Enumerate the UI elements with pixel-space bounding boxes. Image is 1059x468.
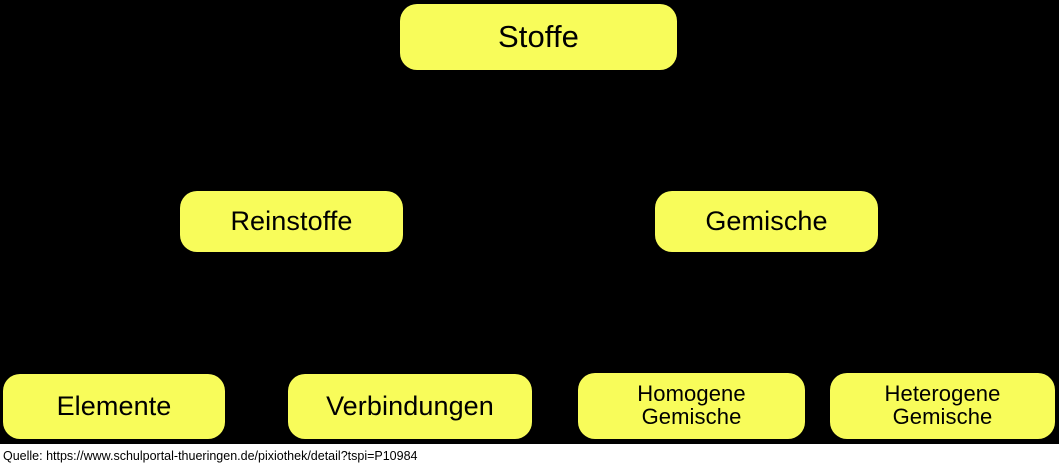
node-verbindungen[interactable]: Verbindungen [288,374,532,439]
node-reinstoffe-label: Reinstoffe [230,206,353,237]
edge-gemische-homogene [689,252,768,373]
node-heterogene-gemische[interactable]: Heterogene Gemische [830,373,1055,439]
node-reinstoffe[interactable]: Reinstoffe [180,191,403,252]
diagram-canvas: Stoffe Reinstoffe Gemische Elemente Verb… [0,0,1059,444]
node-stoffe[interactable]: Stoffe [400,4,677,70]
node-homogene-gemische-label: Homogene Gemische [637,381,746,429]
node-verbindungen-label: Verbindungen [326,391,494,422]
edge-gemische-heterogene [764,252,944,373]
node-elemente[interactable]: Elemente [3,374,225,439]
source-caption-text: Quelle: https://www.schulportal-thuering… [3,449,418,463]
edge-reinstoffe-elemente [112,252,293,374]
node-stoffe-label: Stoffe [497,18,580,54]
node-heterogene-gemische-label: Heterogene Gemische [884,381,1001,429]
edge-stoffe-reinstoffe [289,70,540,191]
edge-reinstoffe-verbindungen [289,252,412,374]
node-gemische-label: Gemische [705,206,828,237]
node-gemische[interactable]: Gemische [655,191,878,252]
edge-stoffe-gemische [536,70,768,191]
node-elemente-label: Elemente [56,391,172,422]
source-caption-bar: Quelle: https://www.schulportal-thuering… [0,444,1059,468]
node-homogene-gemische[interactable]: Homogene Gemische [578,373,805,439]
